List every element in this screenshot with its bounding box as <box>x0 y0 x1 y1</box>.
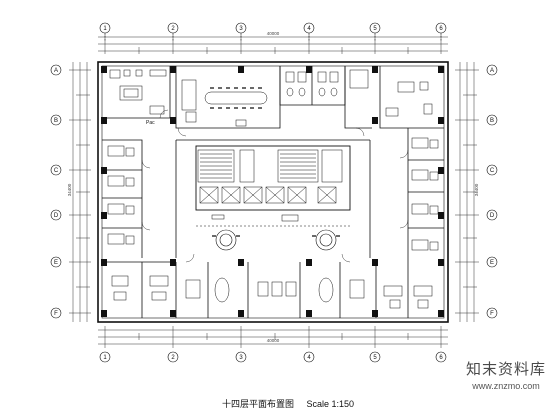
watermark: 知末资料库 www.znzmo.com <box>454 358 558 391</box>
grid-label-top-5: 5 <box>373 26 377 32</box>
grid-label-left-e: E <box>54 260 58 266</box>
grid-label-left-b: B <box>54 118 58 124</box>
grid-bubble-left-a <box>50 64 62 76</box>
grid-bubble-left-b <box>50 114 62 126</box>
bottom-grid-bubbles <box>99 351 447 363</box>
grid-bubble-bottom-4 <box>303 351 315 363</box>
structural-columns <box>101 66 444 317</box>
grid-bubble-right-b <box>486 114 498 126</box>
drawing-title-block: 十四层平面布置图 Scale 1:150 <box>222 397 354 410</box>
grid-label-right-c: C <box>490 168 495 174</box>
interior-walls <box>102 66 444 318</box>
grid-label-bottom-2: 2 <box>171 355 175 361</box>
bottom-total-dimension: 40000 <box>267 338 280 343</box>
lobby-details <box>196 214 350 227</box>
executive-office-furniture <box>109 69 167 115</box>
top-grid-bubble-labels: 1 2 3 4 5 6 <box>103 26 443 32</box>
core-elevators <box>195 145 351 211</box>
grid-label-bottom-3: 3 <box>239 355 243 361</box>
lower-room-furniture <box>111 275 433 309</box>
drawing-scale: Scale 1:150 <box>306 399 355 409</box>
core-stairs <box>197 149 343 183</box>
watermark-name: 知末资料库 <box>465 360 546 378</box>
grid-label-bottom-4: 4 <box>307 355 311 361</box>
grid-label-right-f: F <box>490 311 494 317</box>
grid-label-right-d: D <box>490 213 495 219</box>
grid-bubble-right-f <box>486 307 498 319</box>
grid-bubble-right-a <box>486 64 498 76</box>
grid-label-top-4: 4 <box>307 26 311 32</box>
reception-desks <box>212 229 340 251</box>
grid-bubble-bottom-6 <box>435 351 447 363</box>
grid-label-top-3: 3 <box>239 26 243 32</box>
outer-wall <box>97 61 449 323</box>
watermark-url: www.znzmo.com <box>472 381 540 391</box>
left-office-furniture <box>107 145 135 245</box>
right-dimension-lines <box>455 62 479 322</box>
grid-label-left-a: A <box>54 68 58 74</box>
bottom-dimension-lines <box>98 326 448 348</box>
left-dimension-lines <box>69 62 91 322</box>
grid-label-top-2: 2 <box>171 26 175 32</box>
grid-bubble-bottom-3 <box>235 351 247 363</box>
grid-label-top-1: 1 <box>103 26 107 32</box>
drawing-title: 十四层平面布置图 <box>222 399 295 409</box>
top-dimension-lines <box>98 34 448 54</box>
grid-label-right-b: B <box>490 118 494 124</box>
right-grid-bubbles <box>486 64 498 319</box>
room-label-pac: Pac <box>146 120 155 126</box>
grid-bubble-left-d <box>50 209 62 221</box>
conference-table <box>181 79 268 127</box>
door-swings <box>141 109 409 263</box>
grid-bubble-left-e <box>50 256 62 268</box>
grid-label-bottom-1: 1 <box>103 355 107 361</box>
grid-label-top-6: 6 <box>439 26 443 32</box>
grid-label-left-d: D <box>54 213 59 219</box>
toilet-fixtures <box>285 69 369 97</box>
left-grid-bubbles <box>50 64 62 319</box>
grid-label-left-f: F <box>54 311 58 317</box>
grid-bubble-right-d <box>486 209 498 221</box>
grid-bubble-bottom-2 <box>167 351 179 363</box>
grid-label-right-e: E <box>490 260 494 266</box>
right-total-dimension: 34400 <box>474 183 479 196</box>
grid-bubble-bottom-5 <box>369 351 381 363</box>
left-grid-bubble-labels: A B C D E F <box>54 68 59 317</box>
right-grid-bubble-labels: A B C D E F <box>490 68 495 317</box>
grid-bubble-right-c <box>486 164 498 176</box>
grid-label-bottom-5: 5 <box>373 355 377 361</box>
grid-bubble-bottom-1 <box>99 351 111 363</box>
grid-label-bottom-6: 6 <box>439 355 443 361</box>
grid-bubble-left-f <box>50 307 62 319</box>
right-office-furniture <box>385 81 439 251</box>
grid-label-left-c: C <box>54 168 59 174</box>
bottom-grid-bubble-labels: 1 2 3 4 5 6 <box>103 355 443 361</box>
grid-label-right-a: A <box>490 68 494 74</box>
left-total-dimension: 34400 <box>67 183 72 196</box>
top-total-dimension: 40000 <box>267 31 280 36</box>
grid-bubble-left-c <box>50 164 62 176</box>
grid-bubble-right-e <box>486 256 498 268</box>
